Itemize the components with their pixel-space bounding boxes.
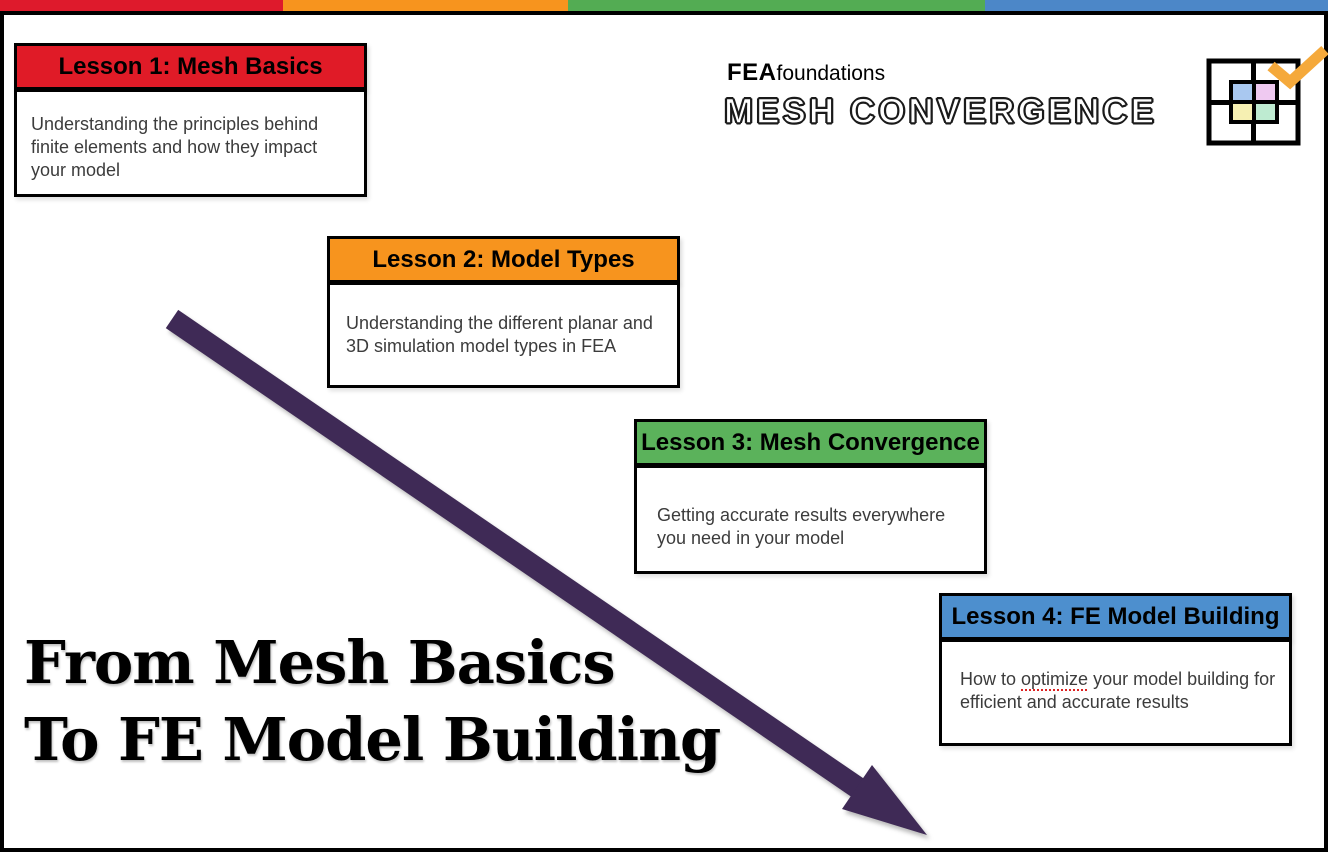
lesson-3-title: Lesson 3: Mesh Convergence: [641, 428, 980, 456]
logo-cell-pink: [1252, 80, 1279, 104]
lesson-1-header: Lesson 1: Mesh Basics: [14, 43, 367, 90]
lesson-card-3: Lesson 3: Mesh Convergence Getting accur…: [634, 419, 987, 574]
lesson-4-description-before: How to: [960, 669, 1022, 689]
slide-title-line-1: From Mesh Basics: [24, 628, 616, 697]
lesson-4-misspelled-word: optimize: [1021, 669, 1089, 689]
lesson-2-header: Lesson 2: Model Types: [327, 236, 680, 283]
lesson-2-description: Understanding the different planar and 3…: [327, 282, 680, 388]
top-bar-segment-blue: [985, 0, 1328, 11]
flow-arrow-head: [842, 765, 927, 835]
lesson-card-2: Lesson 2: Model Types Understanding the …: [327, 236, 680, 388]
brand-name-bold: FEA: [727, 59, 777, 86]
logo-cell-yellow: [1229, 100, 1256, 124]
lesson-4-description: How to optimize your model building for …: [939, 639, 1292, 746]
top-bar-segment-orange: [283, 0, 568, 11]
mesh-grid-logo-icon: [1206, 45, 1328, 146]
logo-cell-mint: [1252, 100, 1279, 124]
lesson-3-description: Getting accurate results everywhere you …: [634, 465, 987, 574]
course-wordmark: MESH CONVERGENCE: [723, 91, 1158, 132]
checkmark-icon: [1267, 45, 1328, 90]
slide-title-line-2: To FE Model Building: [24, 705, 721, 774]
top-bar-segment-green: [568, 0, 985, 11]
logo-cell-blue: [1229, 80, 1256, 104]
lesson-4-description-after: your model building for efficient and ac…: [960, 669, 1276, 712]
lesson-1-description: Understanding the principles behind fini…: [14, 89, 367, 197]
lesson-1-title: Lesson 1: Mesh Basics: [58, 52, 323, 80]
brand-name: FEAfoundations: [727, 59, 885, 87]
lesson-4-header: Lesson 4: FE Model Building: [939, 593, 1292, 640]
lesson-3-header: Lesson 3: Mesh Convergence: [634, 419, 987, 466]
lesson-4-title: Lesson 4: FE Model Building: [951, 602, 1280, 630]
slide-title: From Mesh Basics To FE Model Building: [24, 624, 721, 778]
brand-name-script: foundations: [776, 62, 886, 85]
top-color-bar: [0, 0, 1328, 11]
lesson-2-title: Lesson 2: Model Types: [372, 245, 635, 273]
lesson-card-4: Lesson 4: FE Model Building How to optim…: [939, 593, 1292, 746]
top-bar-segment-red: [0, 0, 283, 11]
lesson-card-1: Lesson 1: Mesh Basics Understanding the …: [14, 43, 367, 197]
